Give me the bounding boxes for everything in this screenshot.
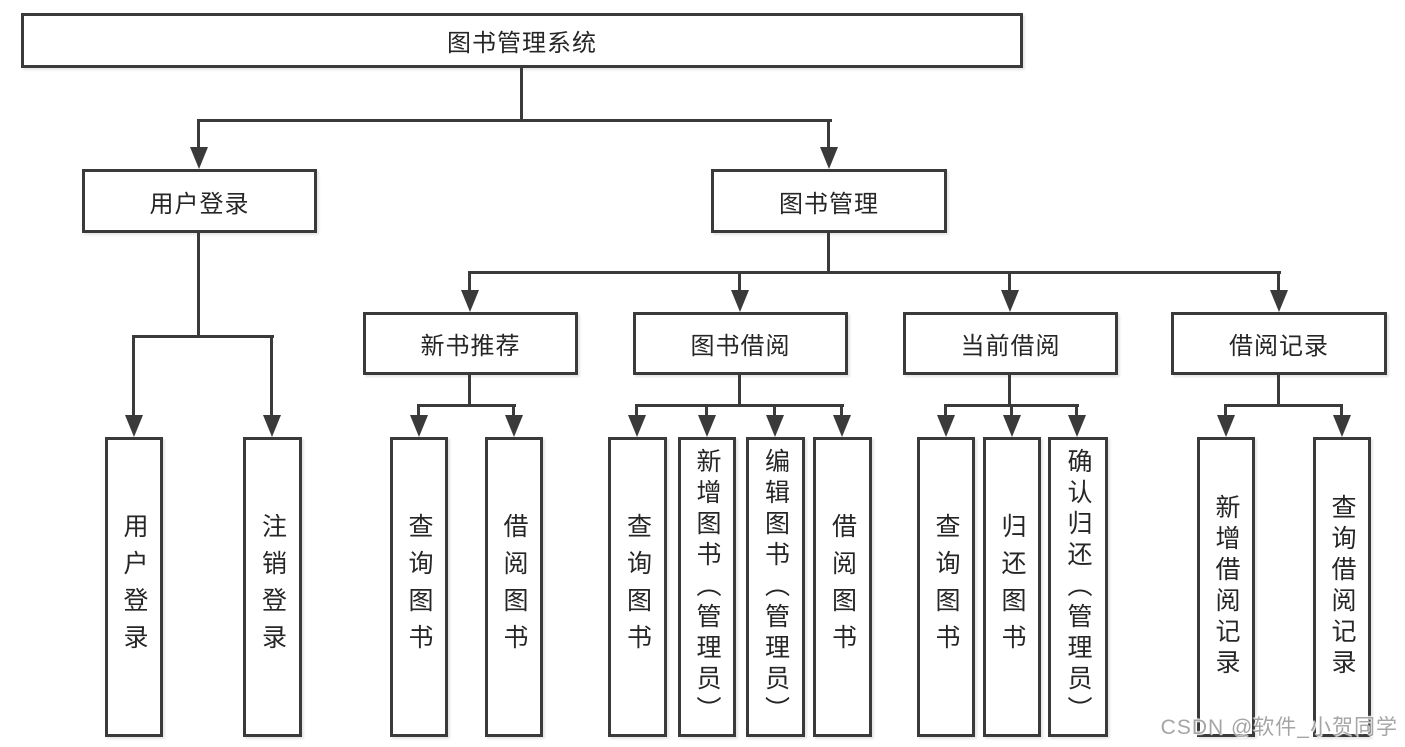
leaf-user-login: 用户登录 [105, 437, 163, 737]
node-book-borrowing-label: 图书借阅 [690, 333, 791, 360]
connector-line [944, 404, 947, 418]
connector-line [520, 68, 523, 122]
connector-line [1010, 404, 1013, 418]
arrow-down-icon [833, 415, 851, 437]
arrow-down-icon [1001, 290, 1019, 312]
leaf-query-book-recommend-label: 查询图书 [405, 513, 433, 661]
arrow-down-icon [1068, 415, 1086, 437]
connector-line [827, 119, 830, 150]
connector-line [197, 119, 200, 150]
connector-line [705, 404, 708, 418]
arrow-down-icon [461, 290, 479, 312]
connector-line [1224, 404, 1343, 407]
leaf-add-book-admin: 新增图书（管理员） [678, 437, 736, 737]
arrow-down-icon [1270, 290, 1288, 312]
connector-line [1008, 375, 1011, 407]
arrow-down-icon [190, 147, 208, 169]
leaf-query-borrow-record: 查询借阅记录 [1313, 437, 1371, 737]
arrow-down-icon [263, 415, 281, 437]
leaf-logout: 注销登录 [243, 437, 302, 737]
connector-line [197, 232, 200, 338]
arrow-down-icon [766, 415, 784, 437]
node-new-book-recommend-label: 新书推荐 [420, 333, 521, 360]
connector-line [132, 335, 135, 417]
leaf-edit-book-admin: 编辑图书（管理员） [746, 437, 805, 737]
node-user-login-label: 用户登录 [149, 190, 250, 218]
connector-line [512, 404, 515, 418]
connector-line [468, 271, 1281, 274]
node-user-login: 用户登录 [82, 169, 317, 233]
leaf-return-book-label: 归还图书 [998, 513, 1026, 661]
leaf-return-book: 归还图书 [983, 437, 1041, 737]
leaf-query-borrow-record-label: 查询借阅记录 [1328, 494, 1356, 680]
leaf-add-borrow-record-label: 新增借阅记录 [1212, 494, 1240, 680]
connector-line [635, 404, 844, 407]
connector-line [417, 404, 516, 407]
connector-line [1075, 404, 1078, 418]
connector-line [773, 404, 776, 418]
connector-line [738, 271, 741, 293]
arrow-down-icon [1003, 415, 1021, 437]
connector-line [468, 375, 471, 407]
arrow-down-icon [820, 147, 838, 169]
leaf-borrow-book: 借阅图书 [813, 437, 872, 737]
leaf-borrow-book-label: 借阅图书 [828, 513, 857, 661]
connector-line [197, 119, 832, 122]
connector-line [1008, 271, 1011, 293]
connector-line [417, 404, 420, 418]
leaf-user-login-label: 用户登录 [120, 513, 148, 661]
leaf-add-book-admin-label: 新增图书（管理员） [693, 447, 721, 727]
connector-line [840, 404, 843, 418]
leaf-add-borrow-record: 新增借阅记录 [1197, 437, 1255, 737]
node-current-borrowing: 当前借阅 [903, 312, 1118, 375]
connector-line [468, 271, 471, 293]
leaf-query-book-recommend: 查询图书 [390, 437, 448, 737]
arrow-down-icon [1217, 415, 1235, 437]
connector-line [132, 335, 274, 338]
arrow-down-icon [410, 415, 428, 437]
leaf-query-book-borrowing: 查询图书 [608, 437, 667, 737]
arrow-down-icon [1333, 415, 1351, 437]
node-book-management: 图书管理 [711, 169, 947, 233]
connector-line [1277, 375, 1280, 407]
node-root: 图书管理系统 [21, 13, 1023, 68]
connector-line [1277, 271, 1280, 293]
connector-line [738, 375, 741, 407]
node-current-borrowing-label: 当前借阅 [960, 333, 1061, 360]
connector-line [270, 335, 273, 417]
node-book-borrowing: 图书借阅 [633, 312, 848, 375]
leaf-query-book-current: 查询图书 [917, 437, 975, 737]
connector-line [1224, 404, 1227, 418]
connector-line [827, 233, 830, 274]
leaf-query-book-borrowing-label: 查询图书 [623, 513, 652, 661]
connector-line [1340, 404, 1343, 418]
node-borrowing-records-label: 借阅记录 [1229, 333, 1329, 360]
node-new-book-recommend: 新书推荐 [363, 312, 578, 375]
node-book-management-label: 图书管理 [779, 190, 879, 218]
arrow-down-icon [628, 415, 646, 437]
leaf-edit-book-admin-label: 编辑图书（管理员） [761, 447, 790, 727]
leaf-borrow-book-recommend: 借阅图书 [485, 437, 543, 737]
node-root-label: 图书管理系统 [447, 30, 597, 57]
leaf-logout-label: 注销登录 [258, 513, 287, 661]
leaf-confirm-return-admin: 确认归还（管理员） [1048, 437, 1108, 737]
arrow-down-icon [698, 415, 716, 437]
connector-line [635, 404, 638, 418]
leaf-borrow-book-recommend-label: 借阅图书 [500, 513, 528, 661]
leaf-query-book-current-label: 查询图书 [932, 513, 960, 661]
arrow-down-icon [125, 415, 143, 437]
leaf-confirm-return-admin-label: 确认归还（管理员） [1064, 447, 1092, 727]
arrow-down-icon [731, 290, 749, 312]
arrow-down-icon [937, 415, 955, 437]
arrow-down-icon [505, 415, 523, 437]
csdn-watermark: CSDN @软件_小贺同学 [1160, 716, 1398, 739]
node-borrowing-records: 借阅记录 [1171, 312, 1387, 375]
